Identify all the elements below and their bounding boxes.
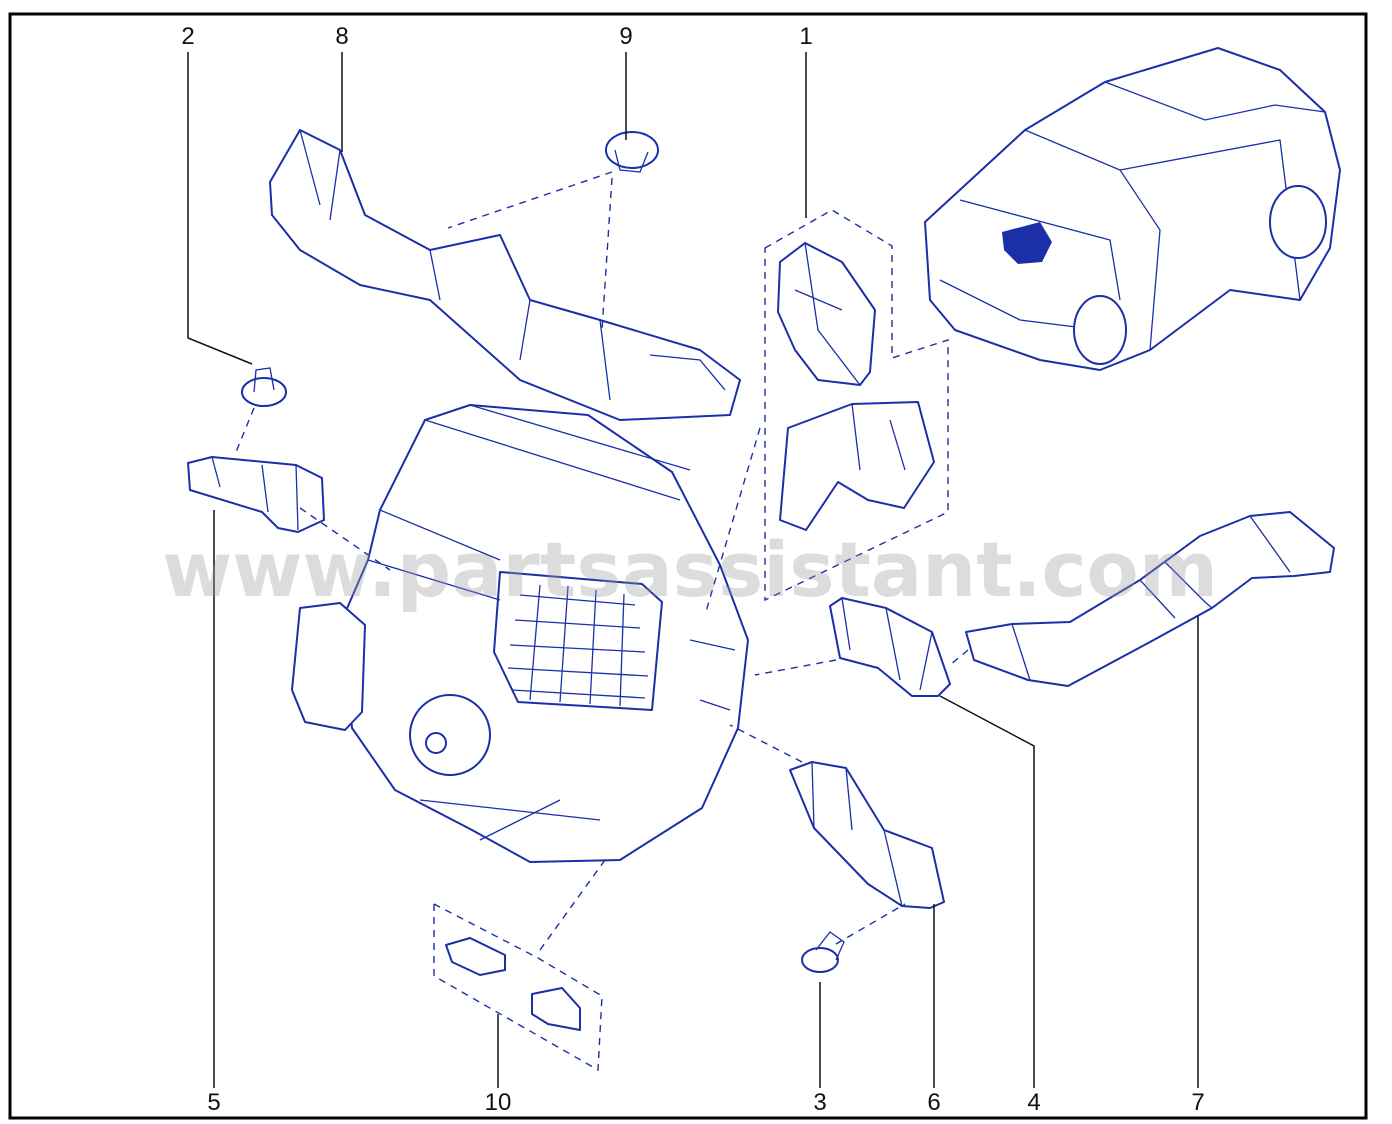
callout-7: 7 <box>1191 1089 1204 1116</box>
part-1-group[interactable] <box>764 209 949 602</box>
part-4-duct[interactable] <box>829 597 951 697</box>
part-8-upper-duct[interactable] <box>269 129 741 421</box>
callout-9: 9 <box>619 23 632 50</box>
part-7-long-duct[interactable] <box>965 511 1335 687</box>
callout-2: 2 <box>181 23 194 50</box>
diagram-frame <box>8 12 1368 1120</box>
hvac-unit[interactable] <box>291 404 749 863</box>
callout-1: 1 <box>799 23 812 50</box>
part-10-group[interactable] <box>433 903 603 1072</box>
part-3-clip[interactable] <box>801 931 845 973</box>
callout-6: 6 <box>927 1089 940 1116</box>
part-6-duct[interactable] <box>789 761 945 909</box>
callout-8: 8 <box>335 23 348 50</box>
part-9-clip[interactable] <box>605 131 659 173</box>
vehicle-illustration <box>924 47 1341 371</box>
part-2-clip[interactable] <box>241 367 287 407</box>
assembly-arrows <box>235 171 969 951</box>
part-5-small-duct[interactable] <box>187 456 325 533</box>
callout-3: 3 <box>813 1089 826 1116</box>
watermark: www.partsassistant.com <box>162 525 1218 614</box>
callout-4: 4 <box>1027 1089 1040 1116</box>
callout-5: 5 <box>207 1089 220 1116</box>
leader-lines <box>187 52 1199 1088</box>
callout-10: 10 <box>485 1089 512 1116</box>
callout-labels: 1 2 8 9 5 10 3 6 4 7 <box>181 23 1204 1116</box>
